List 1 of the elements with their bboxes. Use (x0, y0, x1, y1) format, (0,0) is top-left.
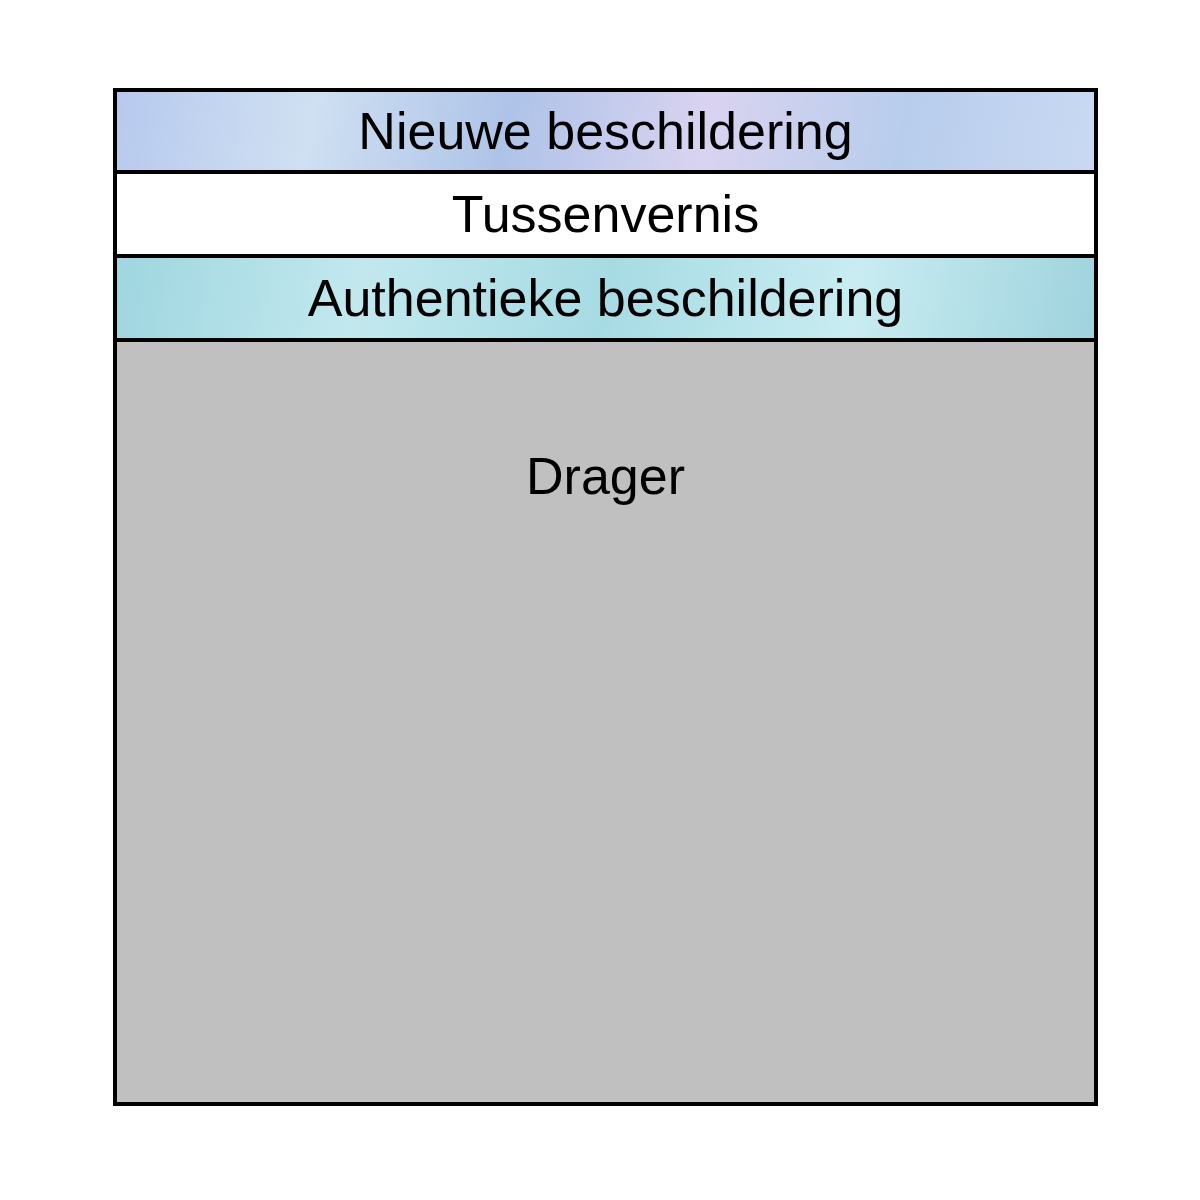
layer-label: Tussenvernis (451, 188, 760, 240)
